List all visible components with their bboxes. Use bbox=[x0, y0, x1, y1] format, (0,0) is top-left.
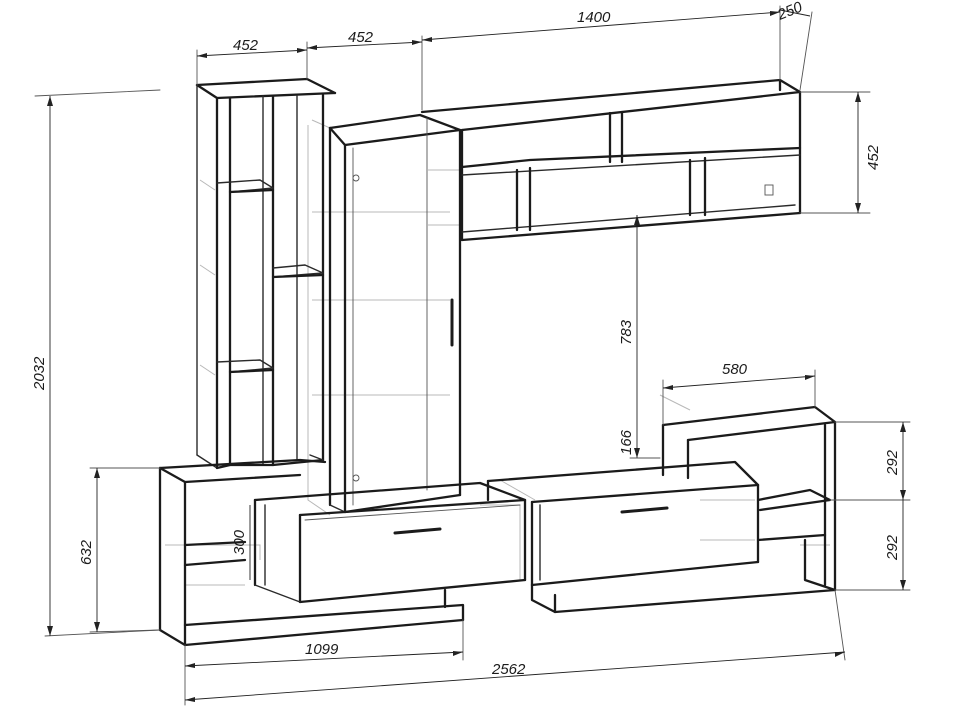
label-shelf-tower-width: 452 bbox=[233, 37, 259, 54]
label-top-shelf-raise: 166 bbox=[618, 429, 635, 455]
label-gap-to-wall-shelf: 783 bbox=[618, 319, 635, 345]
left-drawer bbox=[253, 481, 527, 604]
label-wall-shelf-height: 452 bbox=[865, 144, 882, 170]
wall-shelf bbox=[420, 78, 802, 242]
label-side-shelf-upper-height: 292 bbox=[884, 449, 901, 476]
open-shelf-tower bbox=[195, 77, 337, 470]
label-drawer-height: 300 bbox=[231, 529, 248, 555]
label-side-shelf-width: 580 bbox=[722, 361, 748, 378]
label-total-width: 2562 bbox=[491, 661, 526, 678]
label-wall-shelf-width: 1400 bbox=[577, 9, 611, 26]
dimension-lines bbox=[34, 5, 911, 706]
label-total-height: 2032 bbox=[31, 356, 48, 391]
hidden-lines bbox=[165, 119, 830, 586]
label-base-width: 1099 bbox=[305, 641, 339, 658]
label-base-height: 632 bbox=[78, 539, 95, 565]
dimension-labels: 452 452 1400 250 452 2032 632 300 783 16… bbox=[31, 0, 901, 678]
dimension-arrows bbox=[47, 11, 906, 702]
label-wall-shelf-depth: 250 bbox=[774, 0, 805, 24]
label-cabinet-width: 452 bbox=[348, 29, 374, 46]
label-side-shelf-lower-height: 292 bbox=[884, 534, 901, 561]
right-drawer bbox=[486, 460, 837, 614]
glass-cabinet bbox=[328, 113, 462, 514]
